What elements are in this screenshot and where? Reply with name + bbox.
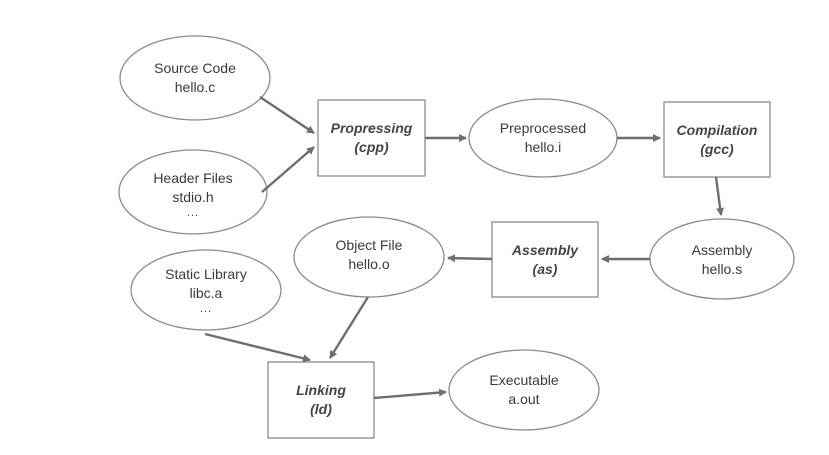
linking-box — [267, 361, 375, 439]
source-code-node — [119, 35, 271, 121]
arrow-source-to-preprocessing — [259, 96, 315, 134]
arrow-compilation-to-assembly-file — [714, 176, 725, 216]
arrow-assembly-to-object-file — [447, 254, 493, 263]
object-file-node — [293, 216, 445, 298]
preprocessing-box — [317, 99, 426, 177]
arrow-static-library-to-linking — [204, 332, 311, 363]
arrow-linking-to-executable — [373, 388, 447, 400]
executable-node — [448, 349, 600, 431]
header-files-node — [118, 149, 268, 235]
assembly-box — [491, 221, 599, 298]
arrow-object-file-to-linking — [328, 296, 370, 359]
static-library-node — [130, 249, 282, 331]
assembly-file-node — [649, 218, 795, 300]
preprocessed-node — [468, 98, 618, 178]
arrow-header-to-preprocessing — [261, 146, 315, 193]
compilation-box — [663, 101, 771, 178]
